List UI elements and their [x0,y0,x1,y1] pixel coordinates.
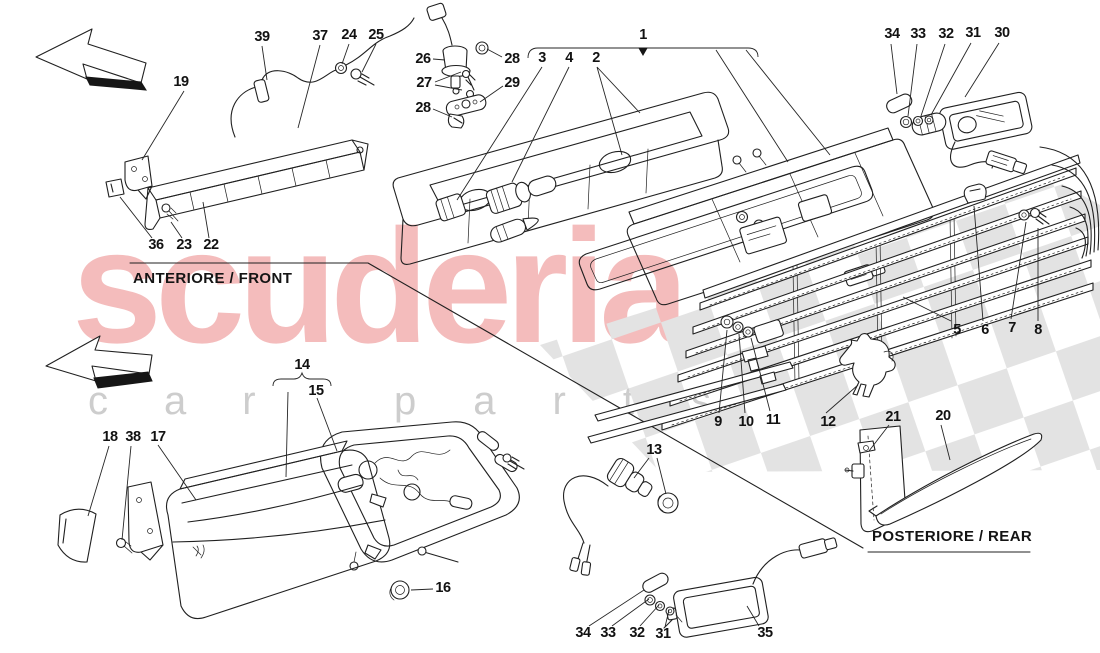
part-callout-2[interactable]: 2 [592,49,600,66]
part-callout-18[interactable]: 18 [102,428,118,445]
watermark-car-letters: car [88,379,312,423]
part-callout-12[interactable]: 12 [820,413,836,430]
third-brake-light-drawing [105,2,453,230]
part-callout-16[interactable]: 16 [435,579,451,596]
part-callout-37[interactable]: 37 [312,27,328,44]
part-callout-8[interactable]: 8 [1034,321,1042,338]
switch-and-fasteners-drawing [441,41,489,129]
part-callout-28b[interactable]: 28 [415,99,431,116]
section-divider-lines [129,262,1031,553]
rear-license-lamp-drawing [642,537,838,638]
rear-section-label: POSTERIORE / REAR [872,528,1033,545]
headlight-assembly-drawing [57,421,525,620]
part-callout-31a[interactable]: 31 [965,24,981,41]
rear-bracket-and-trim-drawing [844,425,1043,533]
part-callout-19[interactable]: 19 [173,73,189,90]
part-callout-33b[interactable]: 33 [600,624,616,641]
part-callout-7[interactable]: 7 [1008,319,1016,336]
part-callout-27[interactable]: 27 [416,74,432,91]
part-callout-31b[interactable]: 31 [655,625,671,642]
part-callout-10[interactable]: 10 [738,413,754,430]
part-callout-36[interactable]: 36 [148,236,164,253]
part-callout-28a[interactable]: 28 [504,50,520,67]
license-plate-light-drawing [886,91,1033,174]
part-callout-25[interactable]: 25 [368,26,384,43]
part-callout-29[interactable]: 29 [504,74,520,91]
rear-grille-drawing [587,146,1100,444]
part-callout-26[interactable]: 26 [415,50,431,67]
part-callout-4[interactable]: 4 [565,49,573,66]
part-callout-34b[interactable]: 34 [575,624,591,641]
part-callout-17[interactable]: 17 [150,428,166,445]
part-callout-6[interactable]: 6 [981,321,989,338]
part-callout-35[interactable]: 35 [757,624,773,641]
part-callout-32b[interactable]: 32 [629,624,645,641]
part-callout-11[interactable]: 11 [765,411,781,428]
part-callout-5[interactable]: 5 [953,321,961,338]
front-direction-arrow-icon-2 [45,335,153,389]
tail-light-gasket-drawing [578,165,874,291]
prancing-horse-emblem [839,333,896,398]
part-callout-21[interactable]: 21 [885,408,901,425]
bulb-cable-assembly-drawing [563,457,679,576]
front-section-label: ANTERIORE / FRONT [133,270,293,287]
part-callout-22[interactable]: 22 [203,236,219,253]
part-callout-30[interactable]: 30 [994,24,1010,41]
part-callout-24[interactable]: 24 [341,26,357,43]
part-callout-23[interactable]: 23 [176,236,192,253]
part-callout-39[interactable]: 39 [254,28,270,45]
part-callout-38[interactable]: 38 [125,428,141,445]
part-callout-32a[interactable]: 32 [938,25,954,42]
part-callout-33a[interactable]: 33 [910,25,926,42]
part-callout-15[interactable]: 15 [308,382,324,399]
callout-leader-lines [87,42,1039,628]
front-direction-arrow-icon [35,28,147,91]
part-callout-3[interactable]: 3 [538,49,546,66]
part-callout-34a[interactable]: 34 [884,25,900,42]
part-callout-1[interactable]: 1 [639,26,647,43]
part-callout-14[interactable]: 14 [294,356,310,373]
part-callout-20[interactable]: 20 [935,407,951,424]
part-callout-13[interactable]: 13 [646,441,662,458]
tail-light-lens-drawing [626,127,935,306]
part-callout-9[interactable]: 9 [714,413,722,430]
